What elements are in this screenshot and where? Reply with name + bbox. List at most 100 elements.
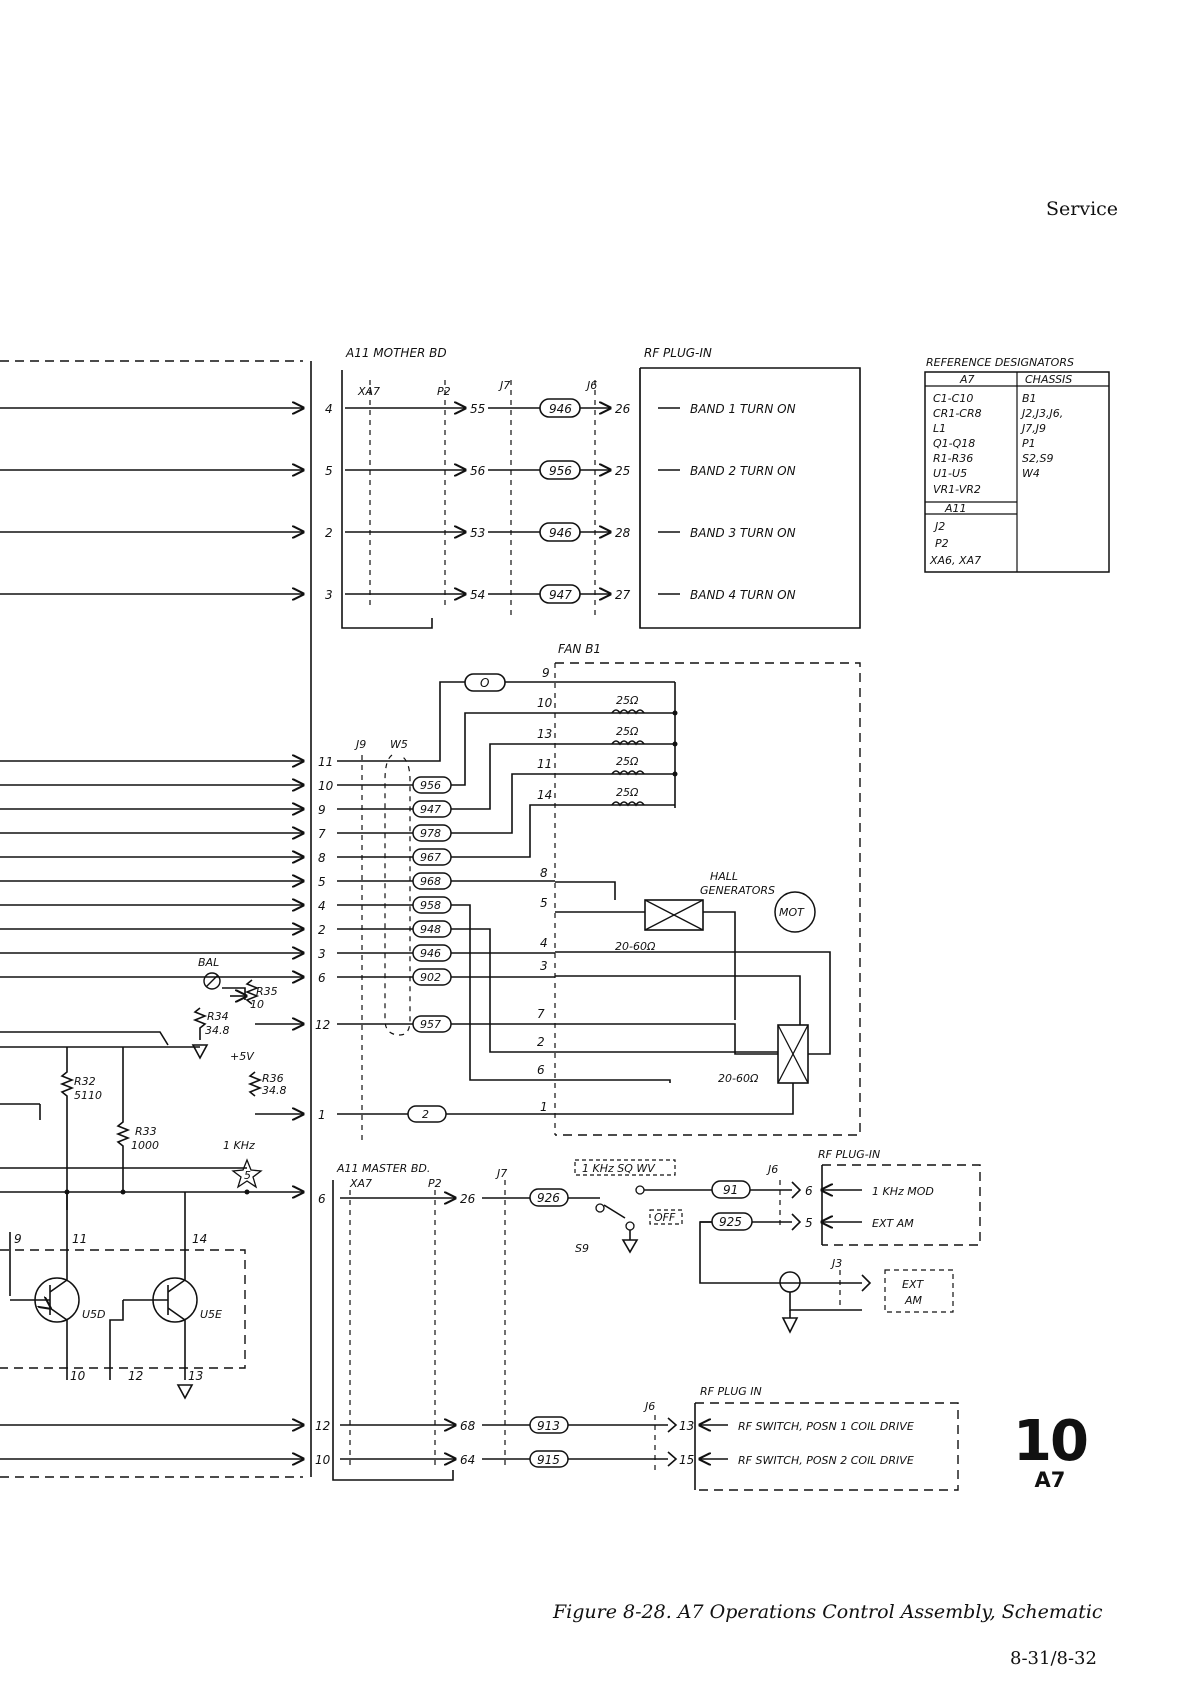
mother-board-title: A11 MOTHER BD <box>345 346 447 360</box>
page-header: Service <box>1046 198 1119 220</box>
svg-text:11: 11 <box>537 757 552 771</box>
svg-text:53: 53 <box>470 526 485 540</box>
rf-plug-in-label: RF PLUG-IN <box>644 346 712 360</box>
svg-text:2: 2 <box>422 1108 429 1121</box>
svg-text:27: 27 <box>615 588 631 602</box>
svg-text:EXT: EXT <box>902 1278 924 1291</box>
svg-text:13: 13 <box>537 727 552 741</box>
fan-title: FAN B1 <box>558 642 601 656</box>
svg-text:Q1-Q18: Q1-Q18 <box>933 437 975 450</box>
svg-text:913: 913 <box>537 1419 560 1433</box>
svg-text:11: 11 <box>72 1232 87 1246</box>
band-row-1: 4 55 946 26 BAND 1 TURN ON <box>0 398 796 418</box>
svg-text:5: 5 <box>805 1216 813 1230</box>
wire-o: O <box>480 676 489 690</box>
board-outline <box>0 360 312 1478</box>
svg-text:2: 2 <box>537 1035 545 1049</box>
svg-text:GENERATORS: GENERATORS <box>700 884 775 897</box>
page-number: 8-31/8-32 <box>1010 1648 1097 1669</box>
svg-text:P1: P1 <box>1022 437 1036 450</box>
xa7-label: XA7 <box>357 385 380 398</box>
svg-text:2: 2 <box>325 526 333 540</box>
svg-text:W5: W5 <box>390 738 408 751</box>
svg-text:946: 946 <box>549 526 572 540</box>
svg-text:25: 25 <box>615 464 630 478</box>
svg-text:10: 10 <box>70 1369 86 1383</box>
fan-row-7: 4 958 <box>0 896 555 1081</box>
fan-row-10: 6 902 <box>0 968 555 986</box>
svg-text:CR1-CR8: CR1-CR8 <box>933 407 982 420</box>
motor-icon <box>774 891 816 933</box>
svg-text:CHASSIS: CHASSIS <box>1025 373 1072 386</box>
ground-icon <box>781 1317 799 1334</box>
svg-text:AM: AM <box>904 1294 923 1307</box>
fan-row-5: 8 967 <box>0 804 555 866</box>
svg-text:9: 9 <box>318 803 326 817</box>
svg-text:1: 1 <box>318 1108 326 1122</box>
svg-text:6: 6 <box>318 971 326 985</box>
svg-text:+5V: +5V <box>230 1050 255 1063</box>
svg-text:J6: J6 <box>766 1163 778 1176</box>
svg-text:4: 4 <box>540 936 548 950</box>
svg-text:34.8: 34.8 <box>205 1024 230 1037</box>
svg-text:1000: 1000 <box>131 1139 159 1152</box>
svg-text:55: 55 <box>470 402 485 416</box>
band-1-signal: BAND 1 TURN ON <box>690 402 796 416</box>
svg-text:10: 10 <box>537 696 553 710</box>
svg-text:J7: J7 <box>495 1167 507 1180</box>
svg-text:14: 14 <box>192 1232 207 1246</box>
svg-text:P2: P2 <box>428 1177 442 1190</box>
svg-text:3: 3 <box>318 947 326 961</box>
band-3-signal: BAND 3 TURN ON <box>690 526 796 540</box>
svg-text:12: 12 <box>128 1369 143 1383</box>
svg-text:967: 967 <box>420 851 441 864</box>
svg-text:5: 5 <box>318 875 326 889</box>
svg-text:10: 10 <box>250 998 264 1011</box>
coil-drive-1-signal: RF SWITCH, POSN 1 COIL DRIVE <box>738 1420 914 1433</box>
svg-text:958: 958 <box>420 899 441 912</box>
svg-text:HALL: HALL <box>710 870 738 883</box>
svg-text:7: 7 <box>318 827 326 841</box>
svg-text:6: 6 <box>805 1184 813 1198</box>
figure-caption: Figure 8-28. A7 Operations Control Assem… <box>553 1601 1103 1623</box>
fan-row-3: 9 947 <box>0 743 555 818</box>
j6-label: J6 <box>585 379 597 392</box>
star-test-point-icon <box>231 1158 263 1189</box>
svg-text:S9: S9 <box>575 1242 589 1255</box>
svg-text:R32: R32 <box>74 1075 96 1088</box>
svg-text:P2: P2 <box>935 537 949 550</box>
band-2-signal: BAND 2 TURN ON <box>690 464 796 478</box>
p2-label: P2 <box>437 385 451 398</box>
svg-text:R33: R33 <box>135 1125 157 1138</box>
svg-text:XA7: XA7 <box>349 1177 372 1190</box>
svg-text:20-60Ω: 20-60Ω <box>615 940 656 953</box>
svg-text:926: 926 <box>537 1191 560 1205</box>
svg-text:947: 947 <box>420 803 441 816</box>
svg-text:956: 956 <box>420 779 441 792</box>
tab-assembly: A7 <box>1034 1468 1066 1492</box>
svg-text:3: 3 <box>540 959 548 973</box>
svg-text:J9: J9 <box>354 738 366 751</box>
svg-text:8: 8 <box>540 866 548 880</box>
svg-text:25Ω: 25Ω <box>616 755 639 768</box>
svg-text:956: 956 <box>549 464 572 478</box>
svg-text:54: 54 <box>470 588 485 602</box>
svg-text:6: 6 <box>318 1192 326 1206</box>
svg-text:902: 902 <box>420 971 441 984</box>
svg-text:20-60Ω: 20-60Ω <box>718 1072 759 1085</box>
fan-row-2: 10 956 <box>0 712 555 794</box>
ref-title: REFERENCE DESIGNATORS <box>926 356 1074 369</box>
band-row-3: 2 53 946 28 BAND 3 TURN ON <box>0 522 796 542</box>
svg-text:13: 13 <box>188 1369 203 1383</box>
svg-text:28: 28 <box>615 526 631 540</box>
svg-text:2: 2 <box>318 923 326 937</box>
svg-text:U5E: U5E <box>200 1308 222 1321</box>
band-row-2: 5 56 956 25 BAND 2 TURN ON <box>0 460 796 480</box>
reference-designators-table: REFERENCE DESIGNATORS A7 CHASSIS C1-C10 … <box>924 356 1110 573</box>
svg-text:L1: L1 <box>933 422 946 435</box>
fan-section: FAN B1 J9 W5 9 10 13 11 14 8 5 4 3 7 2 6… <box>0 642 861 1140</box>
band-section: A11 MOTHER BD XA7 P2 J7 J6 RF PLUG-IN 4 … <box>0 346 861 629</box>
svg-text:15: 15 <box>679 1453 694 1467</box>
bal-adjust-icon <box>203 972 221 990</box>
j7-label: J7 <box>498 379 510 392</box>
